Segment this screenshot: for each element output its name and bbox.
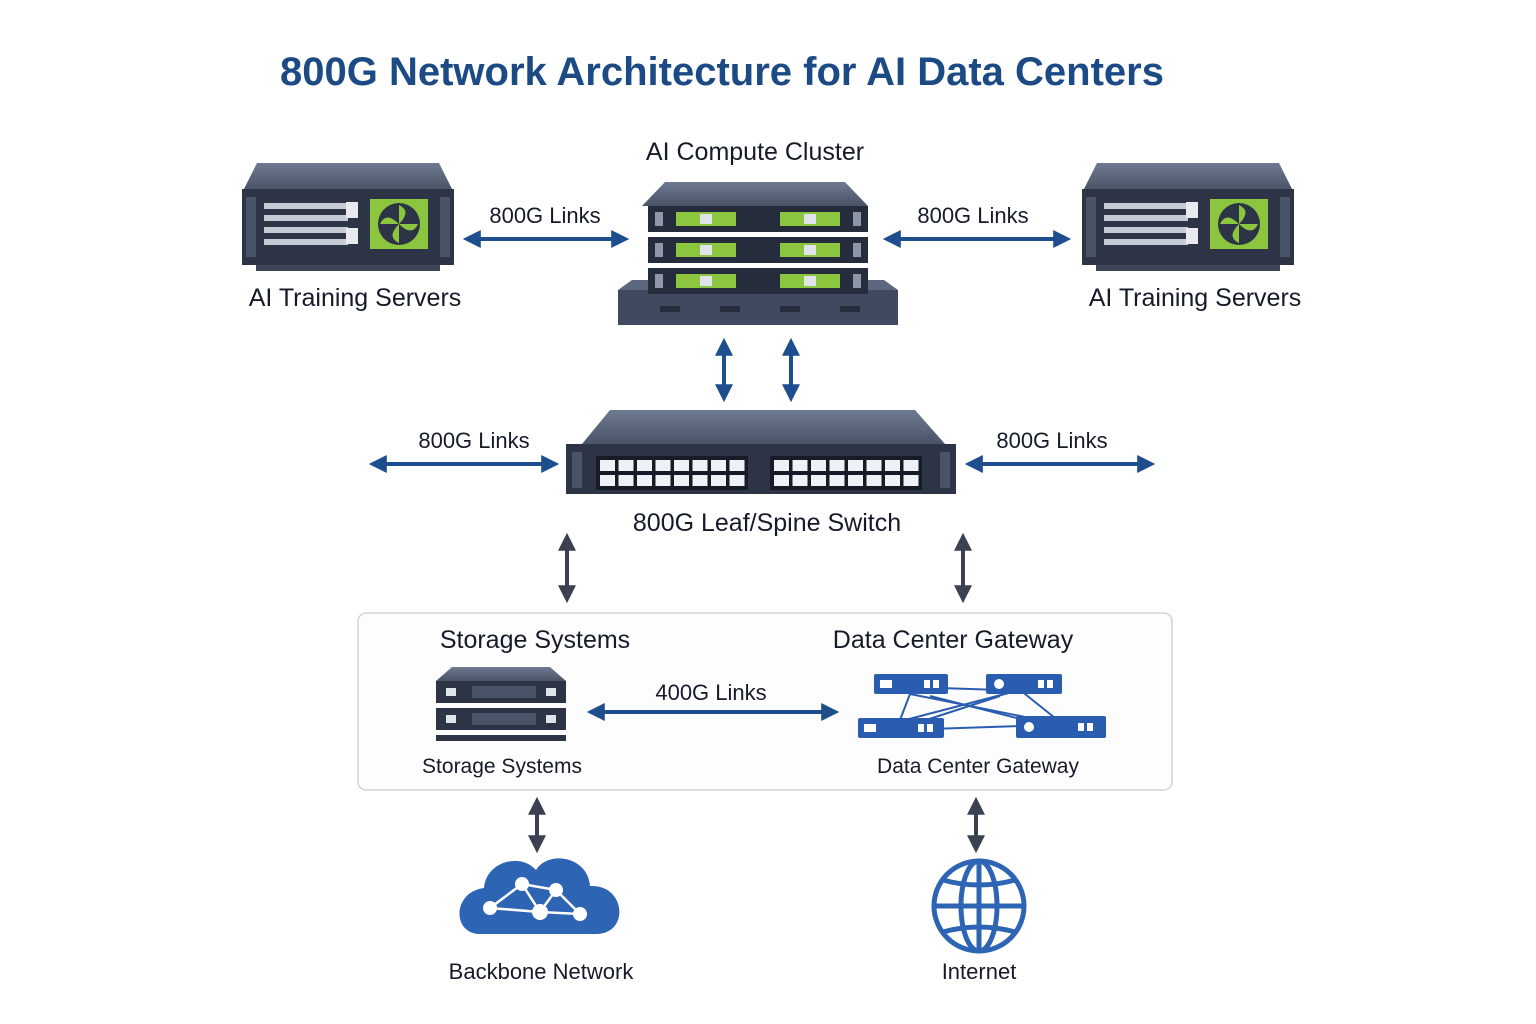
switch-port [885, 460, 900, 471]
compute-cluster-label: AI Compute Cluster [645, 138, 865, 166]
switch-port [829, 460, 845, 471]
switch-port [866, 475, 882, 486]
switch-port [729, 475, 745, 486]
switch-port [600, 460, 615, 471]
link-label-cluster-right: 800G Links [917, 203, 1029, 228]
data-center-gateway-heading: Data Center Gateway [832, 626, 1074, 654]
switch-port [774, 475, 789, 486]
switch-port [600, 475, 615, 486]
switch-port [885, 475, 900, 486]
switch-port [692, 475, 708, 486]
switch-port [903, 460, 919, 471]
switch-port [655, 475, 671, 486]
switch-port [729, 460, 745, 471]
storage-systems-icon [436, 667, 566, 741]
backbone-cloud-icon [459, 858, 620, 934]
switch-port [674, 460, 689, 471]
internet-globe-icon [931, 858, 1027, 954]
switch-port [618, 475, 634, 486]
link-label-switch-left: 800G Links [418, 428, 530, 453]
switch-port [637, 475, 652, 486]
storage-systems-caption: Storage Systems [422, 755, 582, 778]
leaf-spine-switch-icon [566, 410, 956, 494]
link-label-storage-gateway: 400G Links [655, 680, 767, 705]
training-server-right-icon [1082, 163, 1294, 271]
compute-cluster-icon [618, 182, 898, 325]
internet-label: Internet [941, 959, 1017, 984]
switch-port [692, 460, 708, 471]
backbone-network-label: Backbone Network [448, 959, 634, 984]
switch-port [866, 460, 882, 471]
switch-port [848, 475, 863, 486]
training-servers-right-label: AI Training Servers [1088, 284, 1302, 312]
switch-port [618, 460, 634, 471]
switch-port [811, 475, 826, 486]
switch-port [637, 460, 652, 471]
switch-port [674, 475, 689, 486]
switch-port [655, 460, 671, 471]
link-label-switch-right: 800G Links [996, 428, 1108, 453]
connection-arrows [368, 230, 1156, 854]
switch-port [848, 460, 863, 471]
switch-port [792, 460, 808, 471]
switch-port [711, 475, 726, 486]
switch-port [711, 460, 726, 471]
data-center-gateway-caption: Data Center Gateway [877, 755, 1079, 778]
page-title: 800G Network Architecture for AI Data Ce… [280, 50, 1164, 94]
training-server-left-icon [242, 163, 454, 271]
storage-gateway-panel [357, 612, 1173, 791]
switch-port [829, 475, 845, 486]
link-label-cluster-left: 800G Links [489, 203, 601, 228]
switch-port [811, 460, 826, 471]
storage-systems-heading: Storage Systems [439, 626, 631, 654]
switch-port [774, 460, 789, 471]
switch-port [903, 475, 919, 486]
data-center-gateway-icon [858, 674, 1106, 738]
switch-port [792, 475, 808, 486]
training-servers-left-label: AI Training Servers [248, 284, 462, 312]
leaf-spine-switch-label: 800G Leaf/Spine Switch [632, 509, 902, 537]
